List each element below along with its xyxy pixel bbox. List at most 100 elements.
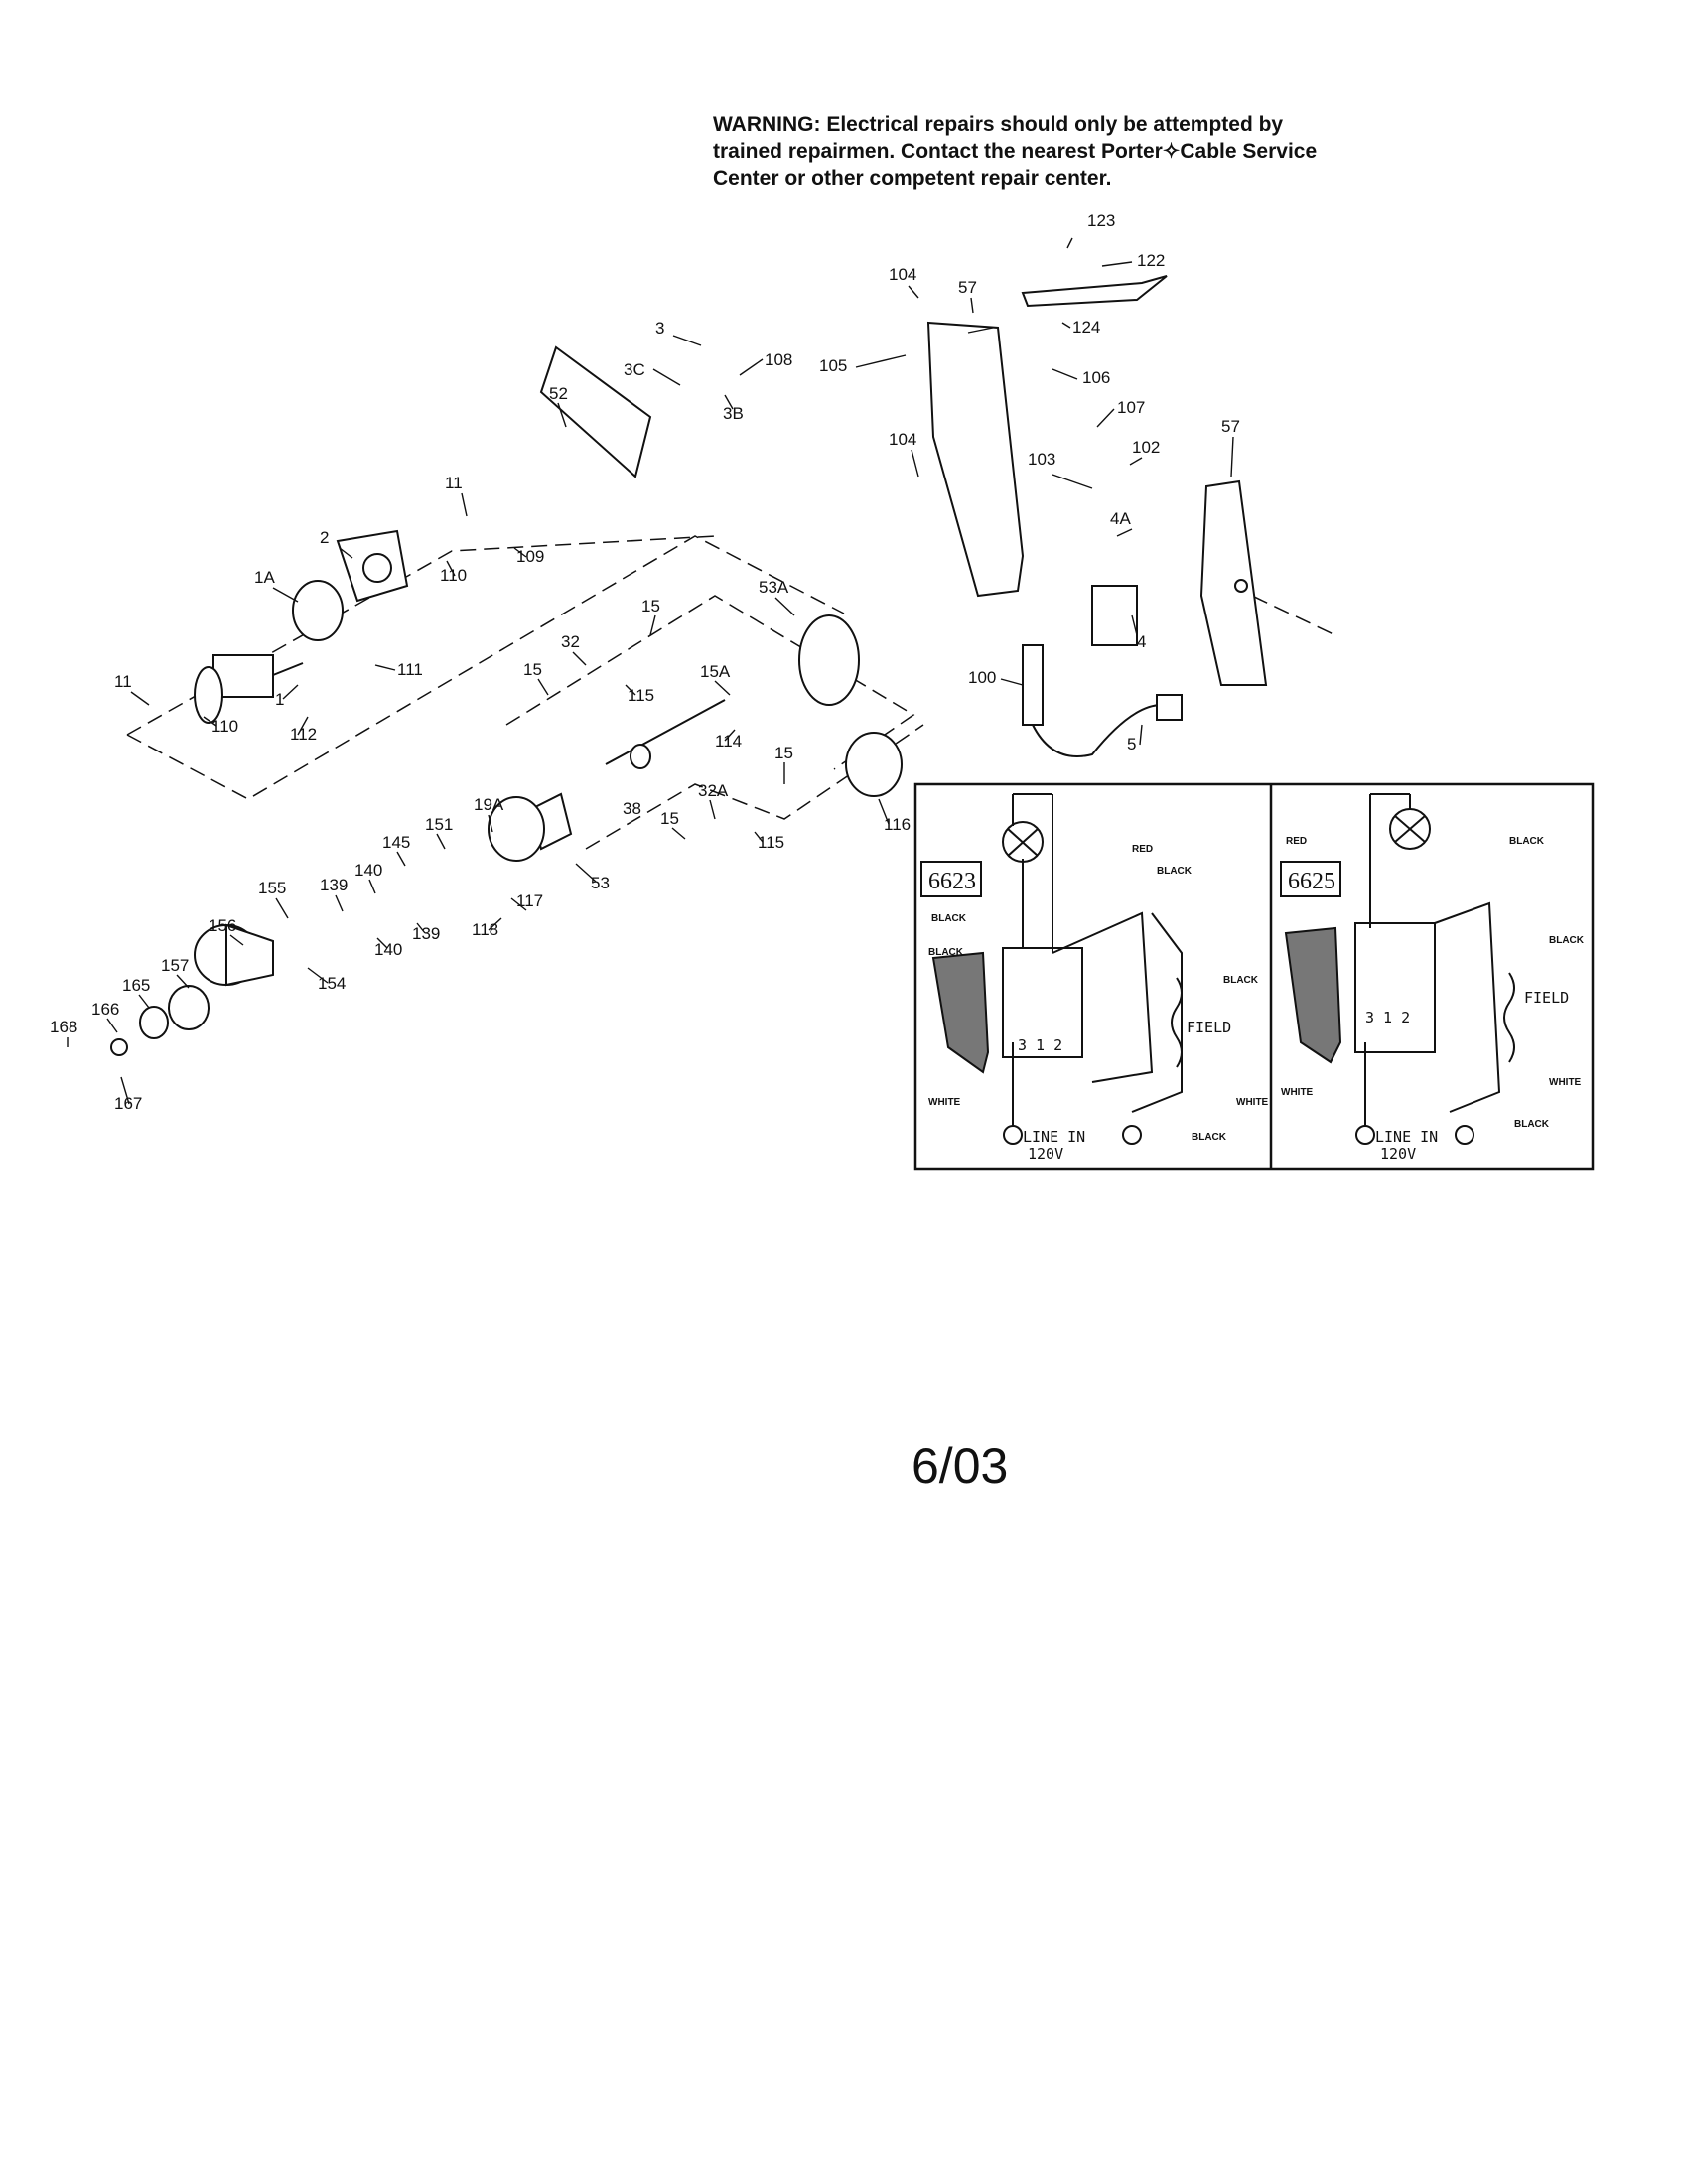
leader-line xyxy=(339,547,353,559)
part-label-p115b: 115 xyxy=(758,833,784,852)
part-label-p5: 5 xyxy=(1127,735,1136,753)
part-label-p105: 105 xyxy=(819,356,847,375)
part-label-p4A: 4A xyxy=(1110,509,1131,528)
leader-line xyxy=(1139,724,1143,746)
part-label-p139b: 139 xyxy=(412,924,440,943)
switch xyxy=(1091,585,1138,646)
leader-line xyxy=(557,402,567,428)
schematic-6623: 6623 RED BLACK BLACK BLACK BLACK BLACK W… xyxy=(920,793,1269,1162)
part-label-p165: 165 xyxy=(122,976,150,995)
part-label-p123: 123 xyxy=(1087,211,1115,230)
part-label-p3: 3 xyxy=(655,319,664,338)
part-label-p38: 38 xyxy=(623,799,641,818)
leader-line xyxy=(106,1018,118,1033)
part-label-p110b: 110 xyxy=(211,717,238,736)
terminal-numbers-6625: 3 1 2 xyxy=(1365,1009,1410,1026)
leader-line xyxy=(297,716,309,736)
leader-line xyxy=(1000,678,1024,686)
leader-line xyxy=(416,922,426,934)
part-label-p1: 1 xyxy=(275,690,284,709)
gear-case xyxy=(488,792,573,862)
leader-line xyxy=(1052,368,1078,380)
warning-line-1: WARNING: Electrical repairs should only … xyxy=(713,113,1284,136)
part-label-p108: 108 xyxy=(765,350,792,369)
part-label-p104a: 104 xyxy=(889,265,916,284)
part-label-p106: 106 xyxy=(1082,368,1110,387)
label-black-3-6623: BLACK xyxy=(928,947,964,958)
leader-line xyxy=(575,863,597,883)
leader-line xyxy=(282,684,299,700)
leader-line xyxy=(970,297,974,314)
part-label-p11b: 11 xyxy=(114,672,132,691)
leader-line xyxy=(374,664,396,671)
part-label-p15d: 15 xyxy=(660,809,679,828)
leader-line xyxy=(307,967,329,984)
part-label-p111: 111 xyxy=(397,660,423,679)
part-label-p15a: 15 xyxy=(641,597,660,615)
part-label-p3C: 3C xyxy=(624,360,645,379)
part-label-p151: 151 xyxy=(425,815,453,834)
label-red-6623: RED xyxy=(1132,844,1153,855)
leader-line xyxy=(908,285,919,299)
label-field-6623: FIELD xyxy=(1187,1019,1231,1036)
part-label-p15A: 15A xyxy=(700,662,731,681)
leader-line xyxy=(537,678,549,696)
label-line-in-6623: LINE IN xyxy=(1023,1128,1085,1146)
part-label-p52: 52 xyxy=(549,384,568,403)
part-label-p103: 103 xyxy=(1028,450,1055,469)
part-label-p53: 53 xyxy=(591,874,610,892)
leader-line xyxy=(130,691,150,706)
label-red-6625: RED xyxy=(1286,836,1307,847)
part-label-p166: 166 xyxy=(91,1000,119,1019)
part-label-p167: 167 xyxy=(114,1094,142,1113)
part-label-p124: 124 xyxy=(1072,318,1100,337)
leader-line xyxy=(488,814,493,833)
part-label-p109: 109 xyxy=(516,547,544,566)
part-label-p140b: 140 xyxy=(374,940,402,959)
leader-line xyxy=(229,934,244,946)
part-label-p145: 145 xyxy=(382,833,410,852)
terminal-numbers-6623: 3 1 2 xyxy=(1018,1036,1062,1054)
leader-line xyxy=(724,729,736,742)
leader-line xyxy=(376,937,388,949)
label-white-2-6623: WHITE xyxy=(1236,1097,1269,1108)
wiring-schematic-panel: 6623 RED BLACK BLACK BLACK BLACK BLACK W… xyxy=(913,782,1595,1171)
leader-line xyxy=(446,560,456,577)
field-coil xyxy=(336,529,409,603)
label-black-4-6623: BLACK xyxy=(1223,975,1259,986)
part-label-p114: 114 xyxy=(715,732,742,751)
label-black-2-6625: BLACK xyxy=(1549,935,1585,946)
leader-line xyxy=(572,651,587,666)
warning-text: WARNING: Electrical repairs should only … xyxy=(713,111,1348,192)
label-white-2-6625: WHITE xyxy=(1549,1077,1582,1088)
label-white-1-6623: WHITE xyxy=(928,1097,961,1108)
leader-line xyxy=(672,335,702,346)
armature xyxy=(194,654,304,724)
part-label-p122: 122 xyxy=(1137,251,1165,270)
schematic-6625: 6625 RED BLACK BLACK BLACK WHITE WHITE F… xyxy=(1280,793,1585,1162)
leader-line xyxy=(335,894,344,912)
leader-line xyxy=(1131,614,1138,636)
leader-line xyxy=(396,851,406,867)
part-label-p15b: 15 xyxy=(523,660,542,679)
leader-line xyxy=(649,614,656,636)
part-label-p11a: 11 xyxy=(445,474,463,492)
leader-line xyxy=(1052,474,1093,489)
leader-line xyxy=(1230,436,1234,478)
leader-line xyxy=(120,1076,130,1105)
handle-left-half xyxy=(926,321,1025,598)
part-label-p115a: 115 xyxy=(628,686,654,705)
part-label-p15c: 15 xyxy=(774,744,793,762)
part-label-p57b: 57 xyxy=(1221,417,1240,436)
leader-line xyxy=(1129,457,1143,466)
leader-line xyxy=(774,597,795,616)
leader-line xyxy=(724,394,734,410)
part-label-p139a: 139 xyxy=(320,876,348,894)
part-label-p102: 102 xyxy=(1132,438,1160,457)
part-label-p116: 116 xyxy=(884,815,911,834)
model-6623: 6623 xyxy=(928,869,976,894)
part-label-p32: 32 xyxy=(561,632,580,651)
part-label-p168: 168 xyxy=(50,1018,77,1036)
leader-line xyxy=(461,492,468,517)
